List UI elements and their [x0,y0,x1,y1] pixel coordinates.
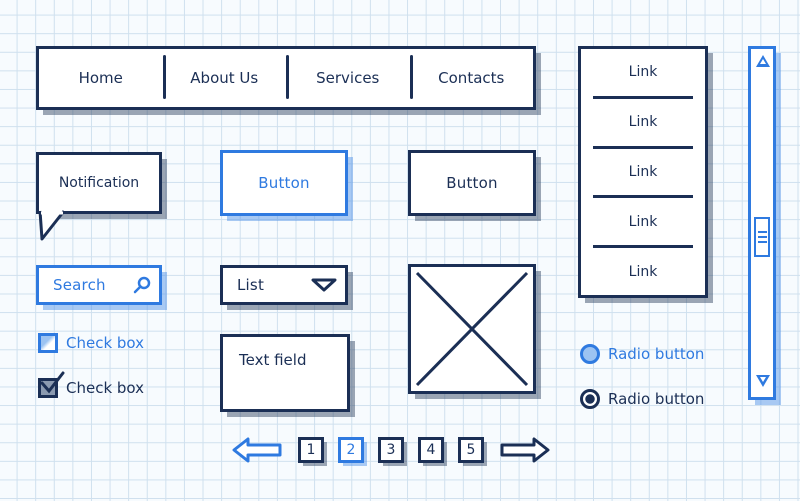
link-item[interactable]: Link [628,263,658,280]
checkmark-icon [40,371,65,394]
checkbox-box[interactable] [38,371,65,398]
radio-circle[interactable] [580,344,600,364]
link-item[interactable]: Link [593,149,693,199]
arrow-left-icon[interactable] [232,436,284,464]
notification-bubble: Notification [36,152,162,214]
search-input[interactable]: Search [36,265,162,305]
radio-label: Radio button [608,345,705,363]
primary-button-label: Button [258,174,310,192]
nav-item-contacts[interactable]: Contacts [409,49,534,107]
chevron-down-icon[interactable] [311,278,337,292]
nav-bar: Home About Us Services Contacts [36,46,536,110]
dropdown-selected-value: List [237,276,265,294]
grip-line [757,236,767,238]
link-item[interactable]: Link [593,99,693,149]
text-area[interactable]: Text field [220,334,350,412]
nav-item-services[interactable]: Services [286,49,410,107]
page-4[interactable]: 4 [418,437,444,463]
image-placeholder [408,264,536,394]
checkbox-label: Check box [66,334,145,352]
vertical-scrollbar[interactable] [748,46,776,400]
grip-line [757,231,767,233]
grip-line [757,241,767,243]
primary-button[interactable]: Button [220,150,348,216]
secondary-button[interactable]: Button [408,150,536,216]
arrow-down-icon[interactable] [756,375,770,387]
pagination: 1 2 3 4 5 [232,436,550,464]
notification-label: Notification [58,175,140,191]
checkbox-box[interactable] [38,333,58,353]
speech-tail-icon [38,210,66,241]
search-placeholder: Search [53,276,106,294]
arrow-up-icon[interactable] [756,55,770,67]
page-2-current[interactable]: 2 [338,437,364,463]
arrow-right-icon[interactable] [498,436,550,464]
checkbox-checked[interactable]: Check box [38,371,145,398]
page-1[interactable]: 1 [298,437,324,463]
link-list: Link Link Link Link Link [578,46,708,298]
nav-item-home[interactable]: Home [78,69,123,87]
dropdown-select[interactable]: List [220,265,348,305]
radio-label: Radio button [608,390,705,408]
text-area-placeholder: Text field [239,351,307,369]
page-3[interactable]: 3 [378,437,404,463]
link-item[interactable]: Link [593,49,693,99]
checkbox-unchecked[interactable]: Check box [38,333,144,353]
nav-item-about-us[interactable]: About Us [162,49,287,107]
search-icon[interactable] [133,276,151,294]
checkbox-label: Check box [66,379,145,397]
radio-selected[interactable]: Radio button [580,389,704,409]
radio-unselected[interactable]: Radio button [580,344,704,364]
link-item[interactable]: Link [593,198,693,249]
secondary-button-label: Button [446,174,498,192]
radio-circle[interactable] [580,389,600,409]
image-placeholder-icon [415,271,529,387]
scrollbar-thumb[interactable] [754,217,770,257]
page-5[interactable]: 5 [458,437,484,463]
